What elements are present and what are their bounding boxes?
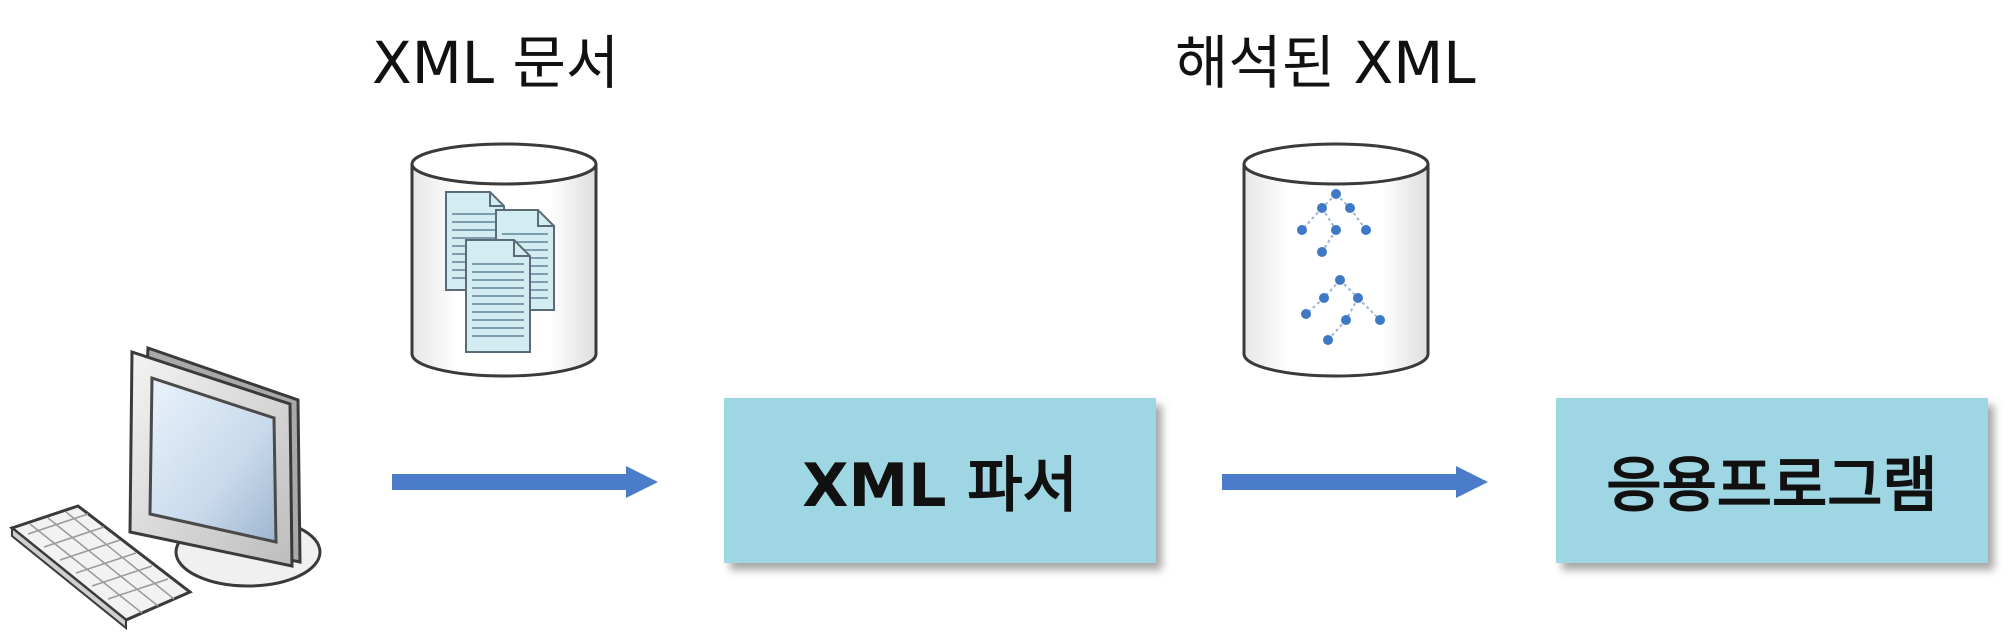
tree-database-icon	[1242, 142, 1430, 378]
xml-document-label: XML 문서	[372, 29, 620, 97]
application-box: 응용프로그램	[1556, 398, 1988, 563]
keyboard-icon	[8, 504, 193, 631]
document-database-icon	[410, 142, 598, 378]
parsed-xml-label: 해석된 XML	[1175, 29, 1476, 97]
computer-icon	[8, 345, 322, 631]
tree-diagram-icon	[1297, 189, 1371, 257]
document-page-icon	[465, 239, 531, 353]
tree-diagram-icon	[1301, 275, 1385, 345]
xml-parser-box: XML 파서	[724, 398, 1156, 563]
arrow-right-icon	[392, 466, 658, 498]
monitor-icon	[128, 345, 302, 568]
arrow-right-icon	[1222, 466, 1488, 498]
